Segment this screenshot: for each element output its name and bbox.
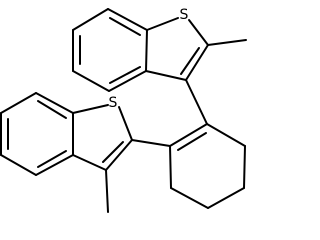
- upper-benzene-bond-3: [108, 70, 147, 92]
- chemical-structure-diagram: S S: [0, 7, 247, 213]
- upper-thiophene-bond-c3-c3a: [145, 70, 187, 81]
- upper-sulfur-label: S: [180, 7, 189, 23]
- upper-benzene-bond-2: [145, 29, 148, 72]
- lower-benzene-inner-bond-2: [37, 150, 67, 168]
- cyclohexene-bond-1: [206, 123, 246, 147]
- lower-benzene-bond-6: [0, 92, 37, 114]
- lower-thiophene-ring: S: [72, 95, 133, 171]
- lower-sulfur-label: S: [109, 95, 118, 111]
- upper-benzene-bond-6: [72, 8, 109, 31]
- lower-thiophene-bond-c3-c3a: [72, 154, 107, 171]
- lower-benzene-bond-1: [35, 92, 74, 114]
- upper-thiophene-inner-bond: [180, 47, 200, 75]
- inter-ring-bond-lower: [131, 139, 171, 147]
- lower-benzene-bond-4: [0, 154, 37, 176]
- cyclohexene-ring: [169, 123, 246, 209]
- upper-thiophene-bond-s-c2: [188, 19, 209, 46]
- cyclohexene-bond-4: [170, 187, 209, 209]
- upper-thiophene-bond-s-c7a: [146, 17, 179, 31]
- upper-thiophene-ring: S: [145, 7, 209, 81]
- upper-benzene-inner-bond-1: [109, 17, 141, 36]
- cyclohexene-bond-6: [169, 123, 208, 147]
- upper-thiophene-bond-c2-c3: [185, 44, 209, 81]
- lower-benzene-inner-bond-1: [37, 100, 67, 119]
- inter-ring-bond-upper: [185, 79, 208, 125]
- lower-benzene-bond-3: [35, 154, 74, 176]
- upper-methyl-bond: [207, 39, 247, 46]
- lower-thiophene-bond-s-c2: [118, 106, 133, 141]
- cyclohexene-double-bond-inner: [177, 132, 207, 151]
- lower-benzene-ring: [0, 92, 74, 176]
- upper-benzene-inner-bond-2: [109, 66, 141, 84]
- lower-thiophene-bond-c2-c3: [105, 139, 133, 171]
- lower-thiophene-inner-bond: [102, 141, 124, 163]
- cyclohexene-bond-3: [207, 187, 245, 209]
- cyclohexene-bond-5: [169, 145, 172, 189]
- upper-benzene-bond-1: [107, 8, 148, 31]
- upper-benzene-bond-4: [72, 70, 110, 92]
- lower-methyl-bond: [105, 169, 109, 213]
- cyclohexene-bond-2: [243, 145, 246, 189]
- upper-benzene-ring: [72, 8, 148, 92]
- lower-thiophene-bond-s-c7a: [72, 104, 109, 114]
